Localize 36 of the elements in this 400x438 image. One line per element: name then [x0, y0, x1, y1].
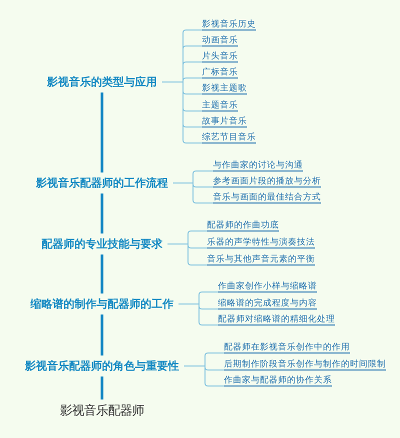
- subtopic-link: 音乐与其他声音元素的平衡: [207, 254, 315, 266]
- subtopic-link: 与作曲家的讨论与沟通: [213, 160, 303, 172]
- subtopic-link: 乐器的声学特性与演奏技法: [207, 238, 315, 248]
- central-topic: 影视音乐配器师: [56, 400, 148, 420]
- connector-line: [184, 366, 224, 386]
- subtopic-link: 故事片音乐: [202, 116, 247, 128]
- subtopic-link: 动画音乐: [202, 36, 238, 46]
- subtopic-link: 影视主题歌: [202, 84, 247, 94]
- subtopic-link: 音乐与画面的最佳结合方式: [213, 192, 321, 204]
- trunk-line: [100, 376, 104, 400]
- connector-line: [167, 244, 208, 266]
- trunk-line: [100, 194, 104, 234]
- subtopic-link: 作曲家创作小样与缩略谱: [218, 282, 317, 292]
- subtopic-link: 配器师的作曲功底: [207, 220, 279, 232]
- branch-topic: 影视音乐配器师的工作流程: [31, 172, 173, 194]
- trunk-line: [100, 92, 104, 172]
- subtopic-link: 广标音乐: [202, 68, 238, 78]
- branch-topic: 配器师的专业技能与要求: [36, 234, 168, 254]
- subtopic-link: 综艺节目音乐: [202, 132, 256, 144]
- subtopic-link: 缩略谱的完成程度与内容: [218, 298, 317, 310]
- branch-topic: 影视音乐配器师的角色与重要性: [20, 356, 184, 376]
- subtopic-link: 参考画面片段的播放与分析: [213, 176, 321, 188]
- subtopic-link: 影视音乐历史: [202, 20, 256, 30]
- trunk-line: [100, 314, 104, 356]
- subtopic-link: 片头音乐: [202, 52, 238, 62]
- subtopic-link: 作曲家与配器师的协作关系: [224, 376, 332, 386]
- trunk-line: [100, 254, 104, 294]
- branch-topic: 缩略谱的制作与配器师的工作: [26, 294, 178, 314]
- connector-line: [172, 182, 214, 204]
- subtopic-link: 主题音乐: [202, 100, 238, 112]
- branch-topic: 影视音乐的类型与应用: [42, 72, 162, 92]
- connector-line: [178, 304, 218, 326]
- connector-line: [162, 82, 202, 144]
- subtopic-link: 后期制作阶段音乐创作与制作的时间限制: [224, 360, 386, 370]
- subtopic-link: 配器师对缩略谱的精细化处理: [218, 314, 335, 326]
- subtopic-link: 配器师在影视音乐创作中的作用: [224, 342, 350, 354]
